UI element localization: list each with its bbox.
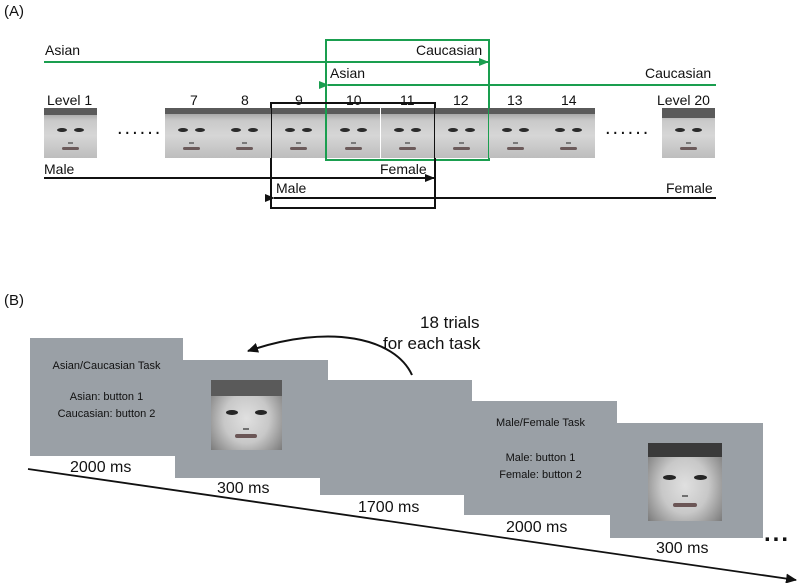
face-label-level-20: Level 20 xyxy=(657,92,710,108)
face-image-13 xyxy=(489,108,542,158)
face-label-12: 12 xyxy=(453,92,469,108)
face-label-9: 9 xyxy=(295,92,303,108)
screen-4-line-1: Male: button 1 xyxy=(505,452,576,464)
loop-note-line-1: 18 trials xyxy=(420,313,480,332)
panel-a-label: (A) xyxy=(4,3,24,20)
stimulus-face-2 xyxy=(648,443,722,521)
face-label-8: 8 xyxy=(241,92,249,108)
gender-axis-right-label: Female xyxy=(666,180,713,196)
face-label-level-1: Level 1 xyxy=(47,92,93,108)
screen-4-line-2: Female: button 2 xyxy=(499,469,582,481)
face-label-13: 13 xyxy=(507,92,523,108)
face-image-12 xyxy=(435,108,488,158)
race-axis-left-label: Asian xyxy=(45,42,81,58)
face-ellipsis-right: ...... xyxy=(605,117,651,139)
race-window-left-label: Asian xyxy=(330,65,366,81)
face-image-14 xyxy=(542,108,595,158)
race-window-box xyxy=(325,39,490,161)
screen-gender-task-instructions: Male/Female Task Male: button 1 Female: … xyxy=(464,401,617,515)
duration-label-4: 2000 ms xyxy=(506,519,568,536)
face-image-10 xyxy=(327,108,380,158)
loop-arrow xyxy=(247,335,413,376)
panel-b-arrows xyxy=(27,335,797,583)
face-image-11 xyxy=(381,108,434,158)
screen-1-line-2: Caucasian: button 2 xyxy=(57,408,156,420)
face-ellipsis-left: ...... xyxy=(117,117,163,139)
panel-a-arrows xyxy=(44,39,716,209)
duration-label-3: 1700 ms xyxy=(358,499,420,516)
face-image-7 xyxy=(165,108,218,158)
screen-blank-interval xyxy=(320,380,472,495)
gender-window-left-label: Male xyxy=(276,180,307,196)
duration-label-2: 300 ms xyxy=(217,480,270,497)
race-axis-right-label: Caucasian xyxy=(645,65,712,81)
face-image-9 xyxy=(272,108,325,158)
duration-label-5: 300 ms xyxy=(656,540,709,557)
face-image-8 xyxy=(218,108,271,158)
face-image-level-1 xyxy=(44,108,97,158)
trailing-ellipsis: ... xyxy=(764,520,791,547)
screen-1-title: Asian/Caucasian Task xyxy=(52,360,161,372)
panel-b-label: (B) xyxy=(4,292,24,309)
duration-label-1: 2000 ms xyxy=(70,459,132,476)
stimulus-face-1 xyxy=(211,380,282,450)
screen-face-stimulus-2 xyxy=(610,423,763,538)
gender-window-right-label: Female xyxy=(380,161,427,177)
face-label-14: 14 xyxy=(561,92,577,108)
screen-1-line-1: Asian: button 1 xyxy=(69,391,144,403)
screen-4-title: Male/Female Task xyxy=(495,417,586,429)
face-label-7: 7 xyxy=(190,92,198,108)
gender-axis-left-label: Male xyxy=(44,161,75,177)
timeline-arrow xyxy=(27,468,797,583)
race-window-right-label: Caucasian xyxy=(416,42,483,58)
face-image-level-20 xyxy=(662,108,715,158)
screen-face-stimulus-1 xyxy=(175,360,328,478)
screen-race-task-instructions: Asian/Caucasian Task Asian: button 1 Cau… xyxy=(30,338,183,456)
loop-note-line-2: for each task xyxy=(383,334,481,353)
face-label-11: 11 xyxy=(400,92,415,108)
face-label-10: 10 xyxy=(346,92,362,108)
